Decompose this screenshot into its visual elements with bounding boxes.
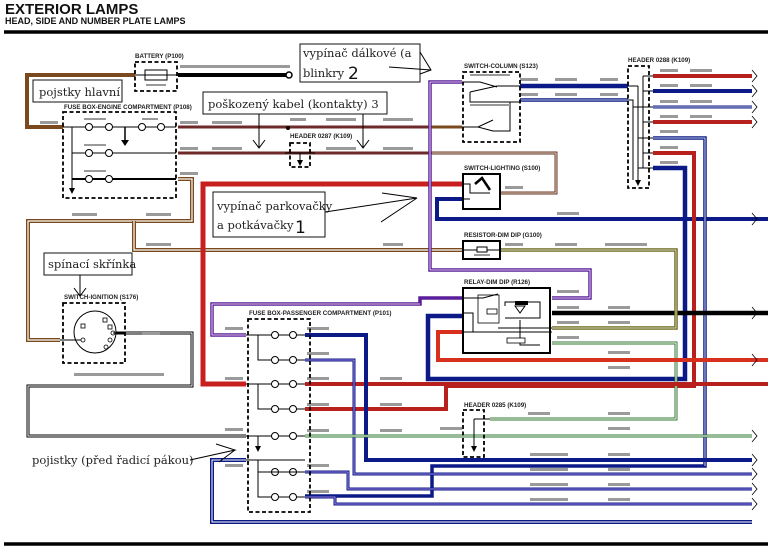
header-0287-label: HEADER 0287 (K109) (290, 133, 352, 140)
relay-dim-dip-box (462, 287, 551, 354)
header-0288-component[interactable]: HEADER 0288 (K109) (627, 57, 690, 189)
relay-dim-dip-label: RELAY-DIM DIP (R126) (464, 279, 530, 286)
header-0287-box (289, 142, 311, 168)
ground-arrow-icon (471, 446, 477, 452)
wire-navy-pass-1 (305, 333, 752, 462)
ground-arrow-icon (255, 446, 261, 452)
svg-text:pojstky hlavní: pojstky hlavní (39, 85, 120, 99)
fusebox-engine-box (62, 111, 177, 199)
svg-text:poškozený kabel (kontakty) 3: poškozený kabel (kontakty) 3 (208, 97, 379, 111)
page-title: EXTERIOR LAMPS (5, 1, 138, 18)
switch-ignition-label: SWITCH-IGNITION (S176) (64, 294, 138, 301)
wire-terminal (285, 71, 293, 79)
switch-lighting-label: SWITCH-LIGHTING (S100) (464, 165, 540, 172)
battery-label: BATTERY (P100) (135, 53, 184, 60)
svg-text:blinkry: blinkry (303, 66, 345, 80)
battery-component[interactable]: BATTERY (P100) (134, 53, 184, 92)
note-damaged-cable: poškozený kabel (kontakty) 3 (202, 91, 388, 149)
edge-connectors (751, 69, 758, 511)
resistor-dim-dip-component[interactable]: RESISTOR-DIM DIP (G100) (462, 232, 542, 260)
note-number-1: 1 (295, 218, 306, 238)
note-number-2: 2 (348, 64, 359, 84)
wire-labels (40, 65, 712, 501)
header-0285-component[interactable]: HEADER 0285 (K109) (462, 402, 526, 458)
switch-column-component[interactable]: SWITCH-COLUMN (S123) (462, 63, 538, 143)
svg-text:pojistky (před řadicí pákou): pojistky (před řadicí pákou) (32, 453, 194, 467)
header-0288-label: HEADER 0288 (K109) (628, 57, 690, 64)
wire-red-loop (200, 181, 432, 387)
note-ignition-box: spínací skřínka (43, 252, 136, 297)
wire-red-relay (436, 330, 768, 362)
fusebox-passenger-component[interactable]: FUSE BOX-PASSENGER COMPARTMENT (P101) (246, 310, 391, 513)
switch-ignition-component[interactable]: SWITCH-IGNITION (S176) (60, 294, 138, 364)
note-main-fuses: pojstky hlavní (32, 79, 123, 103)
ground-arrow-icon (297, 160, 303, 166)
svg-text:vypínač parkovačky: vypínač parkovačky (216, 199, 333, 213)
wire-brown-main (25, 73, 135, 129)
switch-lighting-component[interactable]: SWITCH-LIGHTING (S100) (462, 165, 540, 210)
switch-column-box (462, 71, 521, 143)
header-0285-label: HEADER 0285 (K109) (464, 402, 526, 409)
resistor-dim-dip-label: RESISTOR-DIM DIP (G100) (464, 232, 542, 239)
ground-arrow-icon (635, 180, 641, 186)
note-highbeam-switch: vypínač dálkové (a blinkry 2 (299, 43, 432, 84)
fusebox-engine-label: FUSE BOX-ENGINE COMPARTMENT (P108) (64, 104, 192, 111)
wire-navy-down-2 (425, 165, 688, 382)
page-subtitle: HEAD, SIDE AND NUMBER PLATE LAMPS (5, 16, 186, 26)
relay-dim-dip-component[interactable]: RELAY-DIM DIP (R126) (462, 279, 552, 354)
fusebox-passenger-box (247, 318, 311, 513)
ground-arrow-icon (69, 188, 75, 194)
wire-navy-pass-4 (305, 495, 752, 506)
battery-box (134, 61, 178, 92)
fusebox-engine-component[interactable]: FUSE BOX-ENGINE COMPARTMENT (P108) (62, 104, 192, 199)
header-0288-box (627, 65, 650, 189)
resistor-icon (476, 246, 488, 253)
note-parking-switch: vypínač parkovačky a potkávačky 1 (212, 191, 418, 238)
ignition-switch-icon (73, 310, 117, 354)
fusebox-passenger-label: FUSE BOX-PASSENGER COMPARTMENT (P101) (249, 310, 391, 317)
fuse-icon (85, 123, 165, 183)
wire-navy-lighting (435, 197, 768, 221)
relay-coil-icon (515, 301, 528, 305)
header-0285-box (462, 409, 485, 458)
header-0287-component[interactable]: HEADER 0287 (K109) (285, 126, 352, 168)
svg-text:vypínač dálkové (a: vypínač dálkové (a (302, 46, 412, 60)
ground-arrow-icon (121, 140, 129, 146)
fuse-icon (271, 331, 297, 501)
svg-text:spínací skřínka: spínací skřínka (48, 257, 136, 271)
switch-column-label: SWITCH-COLUMN (S123) (464, 63, 538, 70)
svg-text:a potkávačky: a potkávačky (217, 218, 294, 232)
note-gear-lever-fuses: pojistky (před řadicí pákou) (32, 443, 237, 467)
